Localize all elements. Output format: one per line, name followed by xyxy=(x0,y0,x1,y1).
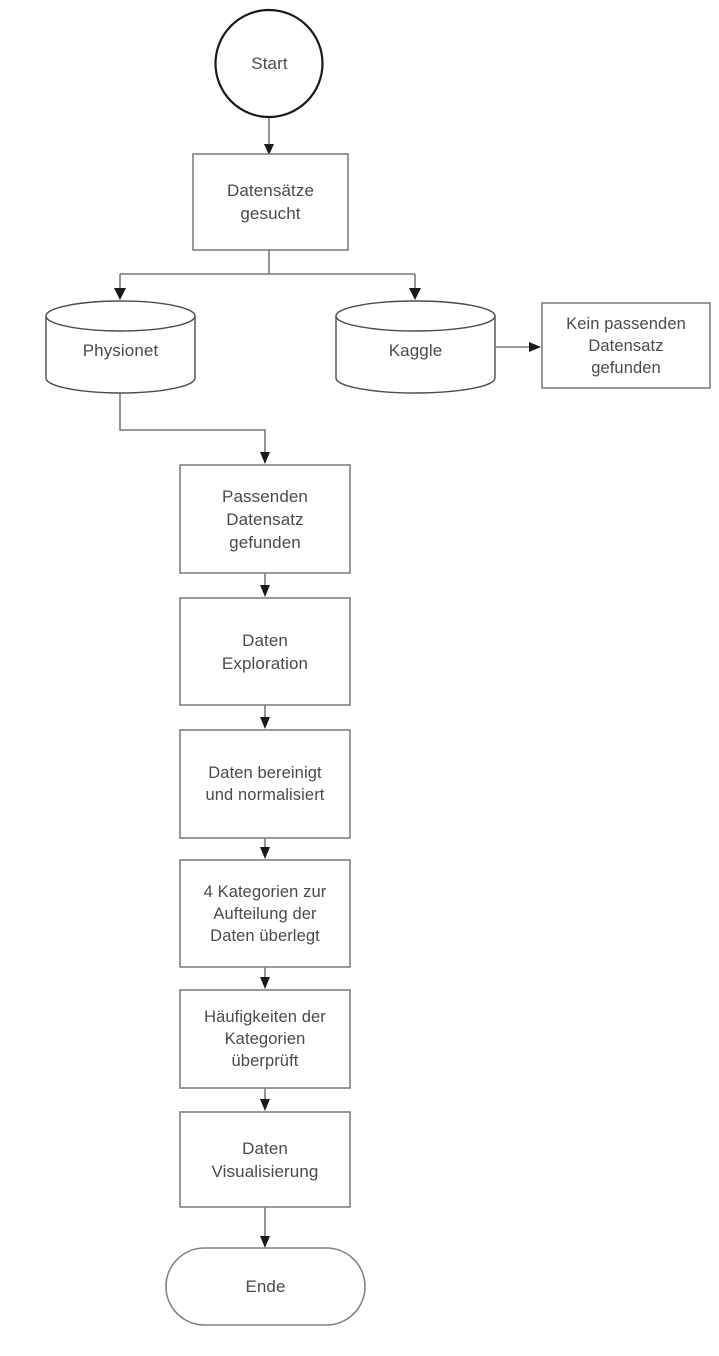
node-kategorien-shape[interactable] xyxy=(179,859,351,968)
node-datensaetze-gesucht-shape[interactable] xyxy=(192,153,349,251)
edge-kaggle-to-kein-passender xyxy=(496,342,541,352)
edge-datensaetze-branch xyxy=(114,250,421,300)
edge-kategorien-to-haeufigkeiten xyxy=(260,967,270,989)
edge-start-to-datensaetze xyxy=(264,118,274,155)
node-passenden-gefunden-shape[interactable] xyxy=(179,464,351,574)
edge-exploration-to-bereinigt xyxy=(260,705,270,729)
node-haeufigkeiten-shape[interactable] xyxy=(179,989,351,1089)
node-kaggle-shape[interactable] xyxy=(335,300,496,394)
edge-bereinigt-to-kategorien xyxy=(260,838,270,859)
node-daten-visualisierung-shape[interactable] xyxy=(179,1111,351,1208)
edge-visualisierung-to-ende xyxy=(260,1207,270,1248)
node-daten-bereinigt-shape[interactable] xyxy=(179,729,351,839)
node-start-shape[interactable] xyxy=(214,8,324,119)
node-daten-exploration-shape[interactable] xyxy=(179,597,351,706)
node-physionet-shape[interactable] xyxy=(45,300,196,394)
edge-haeufigkeiten-to-visualisierung xyxy=(260,1088,270,1111)
node-ende-shape[interactable] xyxy=(165,1247,366,1326)
node-kein-passender-shape[interactable] xyxy=(541,302,711,389)
edge-passenden-to-exploration xyxy=(260,573,270,597)
edge-physionet-to-passenden xyxy=(119,386,270,464)
